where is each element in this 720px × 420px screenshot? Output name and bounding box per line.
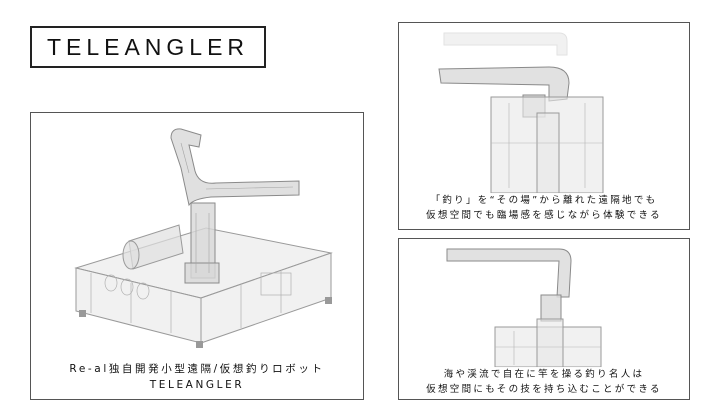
remote-caption: 「釣り」を“その場”から離れた遠隔地でも 仮想空間でも臨場感を感じながら体験でき… (399, 193, 689, 223)
remote-caption-line1: 「釣り」を“その場”から離れた遠隔地でも (430, 195, 658, 206)
main-caption-line1: Re-al独自開発小型遠隔/仮想釣りロボット (69, 363, 325, 375)
virtual-caption: 海や渓流で自在に竿を操る釣り名人は 仮想空間にもその技を持ち込むことができる (399, 367, 689, 397)
main-caption-line2: TELEANGLER (149, 379, 245, 391)
remote-caption-line2: 仮想空間でも臨場感を感じながら体験できる (426, 210, 662, 221)
virtual-caption-line1: 海や渓流で自在に竿を操る釣り名人は (443, 369, 645, 380)
virtual-fishing-panel: 海や渓流で自在に竿を操る釣り名人は 仮想空間にもその技を持ち込むことができる (398, 238, 690, 400)
main-caption: Re-al独自開発小型遠隔/仮想釣りロボット TELEANGLER (31, 361, 363, 393)
robot-render-main (74, 128, 333, 348)
robot-render-virtual (446, 248, 602, 368)
virtual-caption-line2: 仮想空間にもその技を持ち込むことができる (426, 384, 662, 395)
remote-fishing-panel: 「釣り」を“その場”から離れた遠隔地でも 仮想空間でも臨場感を感じながら体験でき… (398, 22, 690, 230)
main-product-panel: Re-al独自開発小型遠隔/仮想釣りロボット TELEANGLER (30, 112, 364, 400)
teleangler-logo: TELEANGLER (30, 26, 266, 68)
logo-text: TELEANGLER (46, 33, 250, 60)
